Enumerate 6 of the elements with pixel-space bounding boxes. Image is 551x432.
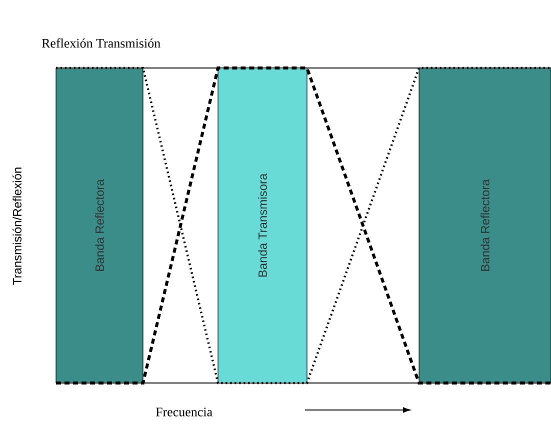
chart-title: Reflexión Transmisión: [42, 38, 160, 48]
axis-label: Transmisión/Reflexión: [12, 168, 22, 285]
axis-label: Frecuencia: [156, 408, 212, 416]
band-box: Banda Reflectora: [56, 68, 144, 384]
band-box: Banda Transmisora: [218, 68, 308, 384]
band-box: Banda Reflectora: [418, 68, 551, 384]
